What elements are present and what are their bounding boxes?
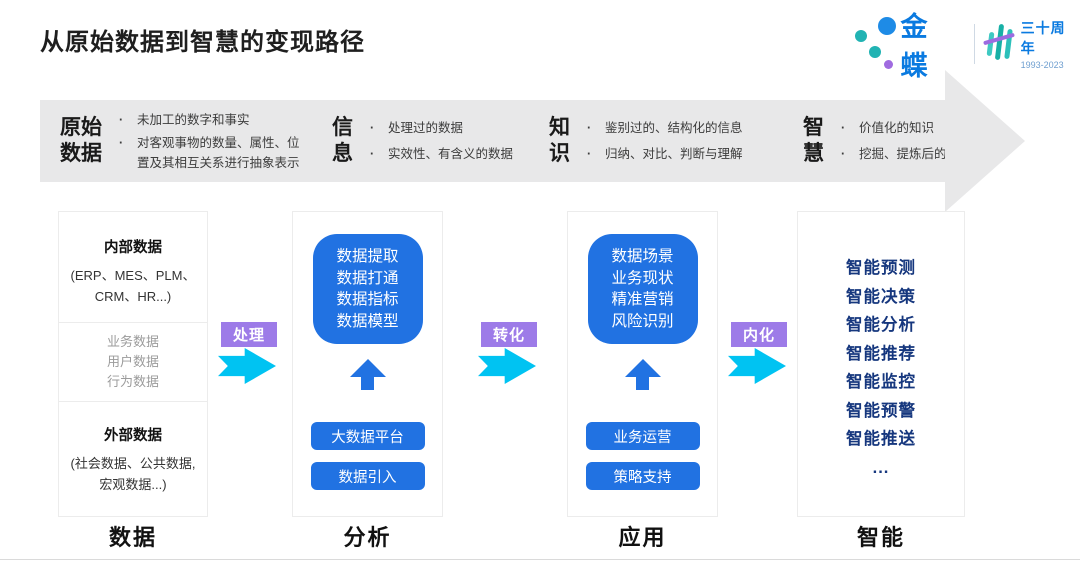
thirty-anniversary-icon xyxy=(982,22,1015,66)
page-title: 从原始数据到智慧的变现路径 xyxy=(40,29,365,56)
up-arrow-icon xyxy=(624,359,661,390)
stage-label: 信 息 xyxy=(332,116,353,165)
application-main-box: 数据场景 业务现状 精准营销 风险识别 xyxy=(587,234,698,344)
analysis-column-box: 数据提取 数据打通 数据指标 数据模型 大数据平台 数据引入 xyxy=(292,211,443,517)
data-column-box: 内部数据 (ERP、MES、PLM、CRM、HR...) 业务数据 用户数据 行… xyxy=(58,211,208,517)
stage-knowledge: 知 识 鉴别过的、结构化的信息 归纳、对比、判断与理解 xyxy=(549,100,768,182)
logo-dot-purple xyxy=(884,60,893,69)
list-item: 智能监控 xyxy=(846,373,916,391)
intelligence-column-box: 智能预测 智能决策 智能分析 智能推荐 智能监控 智能预警 智能推送 ... xyxy=(797,211,965,517)
connector-badge-process: 处理 xyxy=(221,322,277,347)
brand-name: 金蝶 xyxy=(900,12,931,81)
logo-dot-teal xyxy=(855,30,867,42)
data-type-item: 行为数据 xyxy=(106,374,159,389)
bottom-divider xyxy=(0,559,1080,560)
internal-data-section: 内部数据 (ERP、MES、PLM、CRM、HR...) xyxy=(59,212,207,323)
big-data-platform-button: 大数据平台 xyxy=(310,422,425,450)
business-operation-button: 业务运营 xyxy=(585,422,700,450)
data-type-item: 用户数据 xyxy=(106,354,159,369)
column-label-analysis: 分析 xyxy=(343,525,392,550)
anniversary-years: 1993-2023 xyxy=(1020,60,1064,70)
right-arrow-icon xyxy=(218,348,276,384)
dikw-arrow-banner: 原始 数据 未加工的数字和事实 对客观事物的数量、属性、位置及其相互关系进行抽象… xyxy=(40,100,997,182)
list-item: 智能推送 xyxy=(846,430,916,448)
anniversary-title: 三十周年 xyxy=(1020,20,1066,56)
list-item: 智能预警 xyxy=(846,401,916,420)
stage-points: 处理过的数据 实效性、有含义的数据 xyxy=(366,112,546,170)
list-item: 智能决策 xyxy=(846,287,916,306)
data-types-section: 业务数据 用户数据 行为数据 xyxy=(59,323,207,402)
logo-divider xyxy=(973,24,975,64)
stage-label: 智 慧 xyxy=(803,116,824,165)
stage-raw-data: 原始 数据 未加工的数字和事实 对客观事物的数量、属性、位置及其相互关系进行抽象… xyxy=(60,100,305,182)
connector-badge-transform: 转化 xyxy=(481,322,537,347)
banner-arrowhead xyxy=(945,70,1025,212)
stage-information: 信 息 处理过的数据 实效性、有含义的数据 xyxy=(332,100,546,182)
internal-data-title: 内部数据 xyxy=(104,240,162,256)
stage-points: 鉴别过的、结构化的信息 归纳、对比、判断与理解 xyxy=(583,112,768,170)
analysis-main-box: 数据提取 数据打通 数据指标 数据模型 xyxy=(312,234,423,344)
external-data-subtitle: (社会数据、公共数据, 宏观数据...) xyxy=(70,456,196,492)
list-item: 智能分析 xyxy=(846,316,916,334)
right-arrow-icon xyxy=(728,348,786,384)
anniversary-text: 三十周年 1993-2023 xyxy=(1021,18,1080,70)
data-type-item: 业务数据 xyxy=(106,334,159,349)
column-label-application: 应用 xyxy=(618,525,667,550)
list-item: 智能预测 xyxy=(846,259,916,277)
up-arrow-icon xyxy=(349,359,386,390)
intelligence-list: 智能预测 智能决策 智能分析 智能推荐 智能监控 智能预警 智能推送 ... xyxy=(798,212,964,482)
external-data-section: 外部数据 (社会数据、公共数据, 宏观数据...) xyxy=(59,402,207,516)
right-arrow-icon xyxy=(478,348,536,384)
logo-dot-blue xyxy=(878,17,896,35)
external-data-title: 外部数据 xyxy=(104,428,162,444)
column-label-intelligence: 智能 xyxy=(856,525,905,550)
list-item-ellipsis: ... xyxy=(872,458,890,477)
logo-dot-teal xyxy=(869,46,881,58)
stage-points: 未加工的数字和事实 对客观事物的数量、属性、位置及其相互关系进行抽象表示 xyxy=(115,107,305,176)
connector-badge-internalize: 内化 xyxy=(731,322,787,347)
strategy-support-button: 策略支持 xyxy=(585,462,700,490)
internal-data-subtitle: (ERP、MES、PLM、CRM、HR...) xyxy=(70,268,196,304)
data-import-button: 数据引入 xyxy=(310,462,425,490)
list-item: 智能推荐 xyxy=(846,344,916,363)
stage-label: 知 识 xyxy=(549,116,570,165)
stage-label: 原始 数据 xyxy=(60,116,102,165)
kingdee-dots-icon xyxy=(853,15,899,73)
kingdee-logo: 金蝶 三十周年 1993-2023 xyxy=(853,12,1080,81)
column-label-data: 数据 xyxy=(108,525,157,550)
application-column-box: 数据场景 业务现状 精准营销 风险识别 业务运营 策略支持 xyxy=(567,211,718,517)
